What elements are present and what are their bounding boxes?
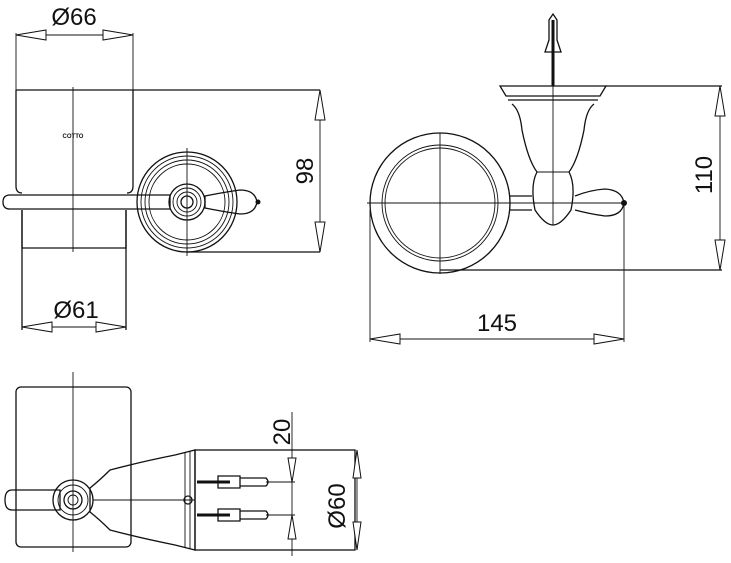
top-view: 20 Ø60: [4, 372, 362, 556]
dim-label-d61: Ø61: [53, 297, 98, 324]
dim-label-d66: Ø66: [51, 4, 96, 31]
dim-label-d60: Ø60: [324, 483, 351, 528]
wall-anchor-icon: [197, 475, 269, 522]
side-view: 110 145: [367, 12, 726, 345]
brand-logo: COTTO: [63, 134, 84, 140]
dim-label-110: 110: [691, 156, 718, 194]
dim-label-20: 20: [269, 419, 296, 446]
dim-label-98: 98: [292, 158, 319, 185]
dim-label-145: 145: [477, 310, 517, 337]
front-view: Ø66 COTTO Ø61 98: [2, 4, 326, 333]
